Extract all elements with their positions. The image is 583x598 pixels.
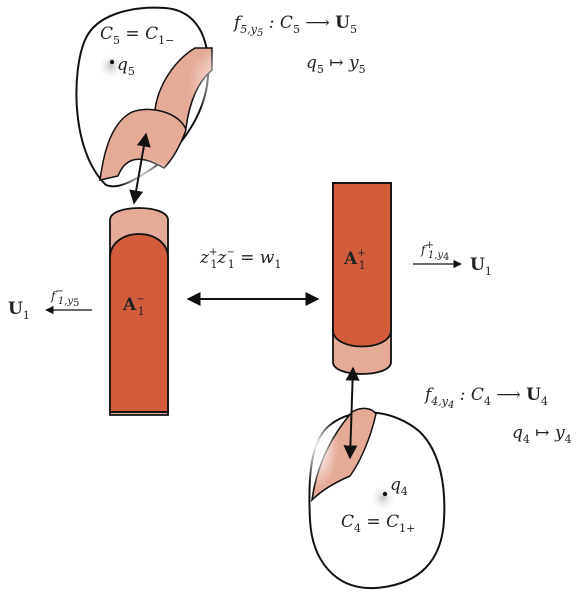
a-minus-body bbox=[109, 233, 169, 413]
q4-point-glow bbox=[369, 484, 397, 512]
label-f-minus-arrow: f−1,y5 bbox=[50, 286, 79, 309]
label-f-plus-arrow: f+1,y4 bbox=[420, 240, 449, 263]
q5-point-glow bbox=[97, 52, 125, 80]
label-q4-map: q4 ↦ y4 bbox=[512, 423, 572, 446]
label-f4-map: f4,y4 : C4 ⟶ U4 bbox=[423, 385, 548, 411]
q4-point bbox=[382, 491, 388, 497]
a-plus-cylinder bbox=[332, 182, 392, 375]
c4-fade-left bbox=[298, 408, 338, 488]
label-u1-right: U1 bbox=[470, 255, 492, 278]
c5-fade-bottom bbox=[118, 158, 178, 198]
a-minus-cylinder bbox=[109, 207, 169, 416]
c4-region bbox=[298, 407, 446, 590]
label-a-minus: A−1 bbox=[122, 294, 145, 318]
label-c4: C4 = C1+ bbox=[341, 512, 415, 535]
label-u1-left: U1 bbox=[8, 299, 30, 322]
label-a-plus: A+1 bbox=[343, 248, 366, 272]
label-z-relation: z+1z−1 = w1 bbox=[199, 247, 281, 271]
label-c5: C5 = C1− bbox=[100, 24, 174, 47]
label-f5-map: f5,y5 : C5 ⟶ U5 bbox=[232, 13, 357, 39]
label-q5-map: q5 ↦ y5 bbox=[306, 53, 366, 76]
a-plus-body bbox=[332, 182, 392, 348]
arrow-c5-to-a-minus bbox=[129, 132, 151, 205]
label-q5: q5 bbox=[117, 55, 135, 78]
c5-fade-right bbox=[188, 44, 272, 120]
arrow-a-plus-to-c4 bbox=[343, 366, 360, 460]
q5-point bbox=[109, 59, 115, 65]
label-q4: q4 bbox=[390, 475, 408, 498]
